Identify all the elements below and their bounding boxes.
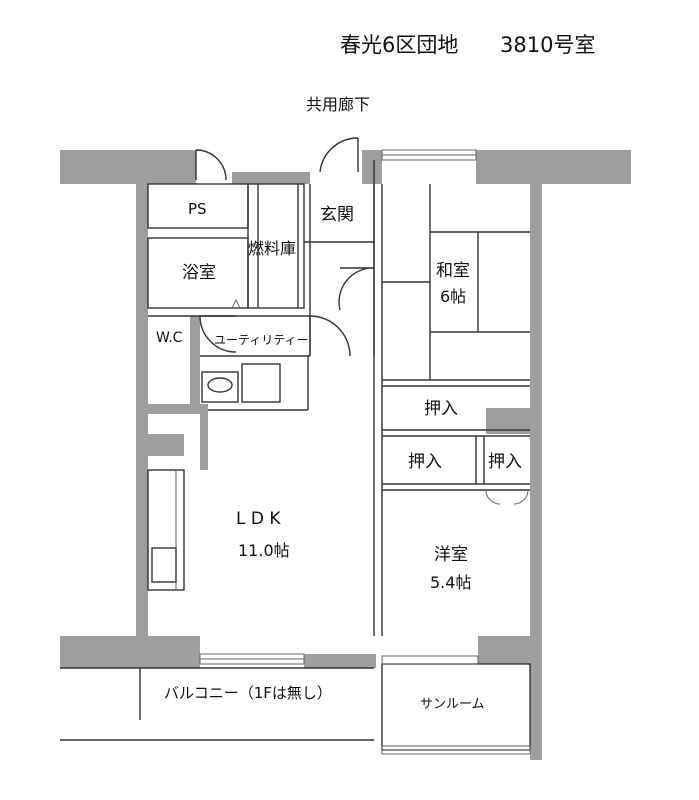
room-ldk: L D K — [236, 509, 281, 529]
building-name: 春光6区団地 — [340, 33, 458, 57]
room-oshiire-2: 押入 — [408, 452, 442, 472]
room-utility: ユーティリティー — [214, 333, 309, 347]
room-oshiire-1: 押入 — [424, 399, 458, 419]
interior-lines — [60, 149, 531, 755]
doors — [195, 137, 375, 357]
room-ps: PS — [188, 200, 207, 218]
room-washitsu: 和室 — [436, 261, 470, 281]
room-yoshitsu: 洋室 — [434, 545, 468, 565]
room-genkan: 玄関 — [320, 205, 354, 225]
room-washitsu-size: 6帖 — [440, 287, 466, 306]
room-oshiire-3: 押入 — [488, 452, 522, 472]
room-wc: W.C — [156, 330, 183, 346]
room-yoshitsu-size: 5.4帖 — [430, 573, 471, 592]
room-yokushitsu: 浴室 — [182, 263, 216, 283]
room-ldk-size: 11.0帖 — [238, 541, 290, 560]
room-number: 3810号室 — [500, 33, 595, 57]
room-nenryoko: 燃料庫 — [248, 239, 296, 258]
outer-walls — [60, 150, 631, 760]
corridor-label: 共用廊下 — [306, 95, 370, 114]
room-balcony: バルコニー（1Fは無し） — [164, 684, 332, 702]
room-sunroom: サンルーム — [420, 697, 485, 712]
